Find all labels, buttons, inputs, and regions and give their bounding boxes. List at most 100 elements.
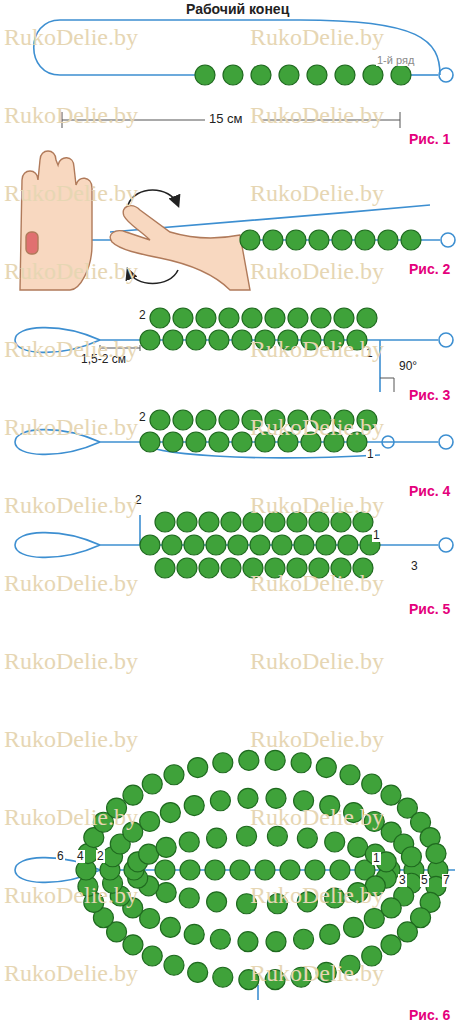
- bead: [186, 330, 206, 350]
- bead: [199, 558, 219, 578]
- bead: [316, 535, 336, 555]
- bead: [311, 308, 331, 328]
- bead: [263, 230, 283, 250]
- bead: [184, 535, 204, 555]
- bead: [391, 65, 411, 85]
- bead: [297, 828, 317, 848]
- bead: [279, 65, 299, 85]
- bead: [288, 308, 308, 328]
- bead: [364, 909, 384, 929]
- bead: [332, 230, 352, 250]
- bead: [309, 230, 329, 250]
- bead: [242, 308, 262, 328]
- figure-caption: Рис. 4: [408, 484, 451, 499]
- watermark: RukoDelie.by: [4, 648, 138, 675]
- bead: [150, 410, 170, 430]
- bead: [221, 558, 241, 578]
- watermark: RukoDelie.by: [250, 180, 384, 207]
- bead: [205, 860, 225, 880]
- bead: [219, 410, 239, 430]
- figure-caption: Рис. 3: [408, 388, 451, 403]
- bead: [401, 230, 421, 250]
- bead: [232, 432, 252, 452]
- bead: [196, 308, 216, 328]
- bead: [294, 535, 314, 555]
- bead: [251, 65, 271, 85]
- bead: [305, 860, 325, 880]
- bead: [140, 432, 160, 452]
- bead: [219, 308, 239, 328]
- bead: [340, 765, 360, 785]
- bead: [177, 512, 197, 532]
- bead: [155, 512, 175, 532]
- watermark: RukoDelie.by: [250, 414, 384, 441]
- bead: [378, 230, 398, 250]
- bead: [140, 330, 160, 350]
- bead: [196, 410, 216, 430]
- callout-label: Рабочий конец: [185, 2, 290, 17]
- bead: [209, 432, 229, 452]
- watermark: RukoDelie.by: [4, 726, 138, 753]
- bead: [155, 860, 175, 880]
- bead: [173, 410, 193, 430]
- bead: [397, 922, 417, 942]
- bead: [266, 932, 286, 952]
- watermark: RukoDelie.by: [250, 258, 384, 285]
- bead: [325, 832, 345, 852]
- bead: [286, 230, 306, 250]
- callout-label: 3: [398, 874, 407, 887]
- bead: [362, 774, 382, 794]
- bead: [163, 330, 183, 350]
- bead: [188, 962, 208, 982]
- watermark: RukoDelie.by: [250, 570, 384, 597]
- callout-label: 4: [76, 850, 85, 863]
- bead: [381, 935, 401, 955]
- watermark: RukoDelie.by: [250, 960, 384, 987]
- bead: [307, 65, 327, 85]
- bead: [195, 65, 215, 85]
- bead: [265, 308, 285, 328]
- bead: [221, 512, 241, 532]
- bead: [210, 791, 230, 811]
- callout-label: 1: [366, 448, 375, 461]
- bead: [188, 758, 208, 778]
- callout-label: 5: [420, 874, 429, 887]
- bead: [155, 558, 175, 578]
- bead: [179, 832, 199, 852]
- bead: [344, 917, 364, 937]
- bead: [207, 828, 227, 848]
- watermark: RukoDelie.by: [250, 726, 384, 753]
- bead: [186, 432, 206, 452]
- bead: [426, 844, 446, 864]
- bead: [177, 558, 197, 578]
- bead: [291, 753, 311, 773]
- bead: [330, 860, 350, 880]
- bead: [163, 432, 183, 452]
- watermark: RukoDelie.by: [4, 570, 138, 597]
- bead: [213, 753, 233, 773]
- bead: [184, 924, 204, 944]
- bead: [173, 308, 193, 328]
- bead: [213, 967, 233, 987]
- bead: [272, 535, 292, 555]
- bead: [164, 765, 184, 785]
- bead: [255, 860, 275, 880]
- bead: [210, 929, 230, 949]
- bead: [230, 860, 250, 880]
- bead: [232, 330, 252, 350]
- bead: [334, 308, 354, 328]
- bead: [184, 796, 204, 816]
- bead: [363, 65, 383, 85]
- callout-label: 2: [138, 309, 147, 322]
- watermark: RukoDelie.by: [4, 180, 138, 207]
- bead: [180, 860, 200, 880]
- bead: [335, 65, 355, 85]
- bead: [265, 750, 285, 770]
- callout-label: 1: [372, 852, 381, 865]
- figure-caption: Рис. 1: [408, 132, 451, 147]
- bead: [199, 512, 219, 532]
- callout-label: 1: [372, 529, 381, 542]
- watermark: RukoDelie.by: [4, 960, 138, 987]
- bead: [150, 308, 170, 328]
- watermark: RukoDelie.by: [4, 804, 138, 831]
